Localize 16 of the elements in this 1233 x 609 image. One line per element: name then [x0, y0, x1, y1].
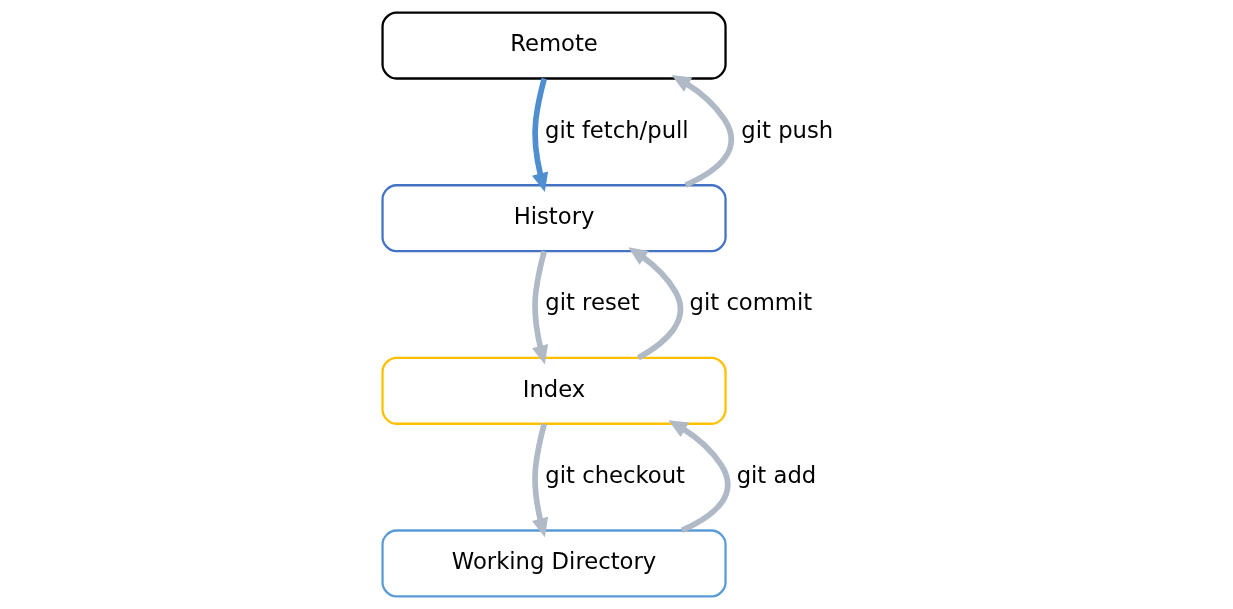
arrow — [532, 77, 549, 192]
node-box: Index — [381, 356, 727, 425]
edge-label: git reset — [545, 289, 640, 316]
arrow — [668, 420, 731, 533]
node-box: Remote — [381, 11, 727, 80]
arrow — [628, 247, 684, 361]
arrow — [532, 423, 549, 538]
edge-label: git fetch/pull — [545, 116, 689, 143]
node-box: Working Directory — [381, 529, 727, 598]
node-box: History — [381, 184, 727, 253]
arrow — [671, 75, 735, 188]
edge-label: git push — [741, 116, 834, 143]
edge-label: git add — [736, 461, 817, 488]
arrow — [532, 250, 549, 365]
edge-label: git commit — [689, 289, 813, 316]
edge-label: git checkout — [545, 461, 686, 488]
